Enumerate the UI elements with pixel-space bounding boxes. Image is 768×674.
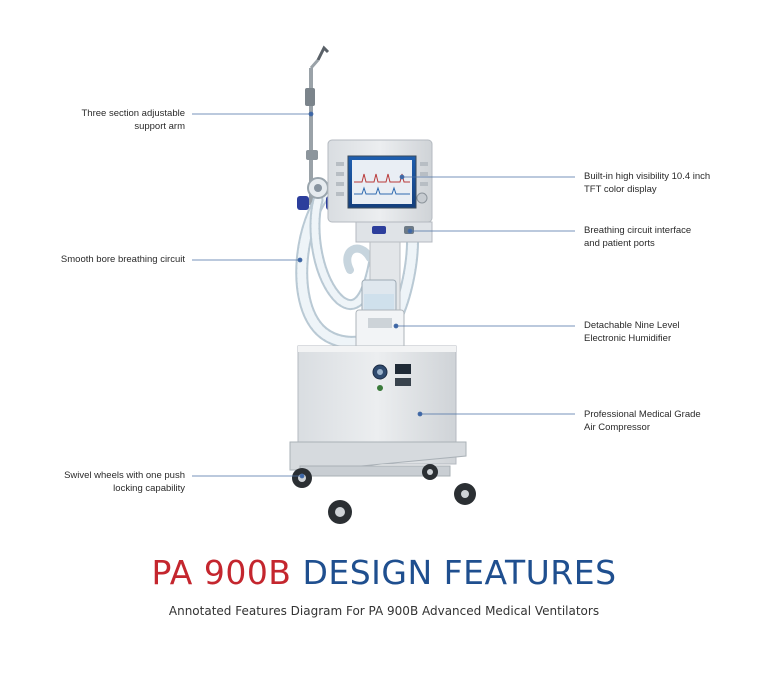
page-title: PA 900B DESIGN FEATURES — [0, 553, 768, 592]
annotation-swivel-wheels-line2: locking capability — [113, 482, 185, 494]
annotation-circuit-interface-line1: Breathing circuit interface — [584, 225, 692, 236]
humidifier — [355, 279, 405, 353]
annotation-compressor-line1: Professional Medical Grade — [584, 409, 701, 420]
leader-circuit-interface — [407, 228, 575, 234]
swivel-wheels — [292, 464, 476, 524]
annotation-support-arm: Three section adjustable support arm — [81, 108, 185, 133]
annotation-display: Built-in high visibility 10.4 inch TFT c… — [584, 171, 710, 196]
annotation-humidifier-line2: Electronic Humidifier — [584, 332, 672, 344]
annotation-humidifier: Detachable Nine Level Electronic Humidif… — [584, 320, 680, 345]
annotation-breathing-circuit: Smooth bore breathing circuit — [61, 254, 185, 267]
leader-support-arm — [192, 111, 314, 117]
leader-swivel-wheels — [192, 473, 305, 479]
leader-display — [399, 174, 575, 180]
title-rest: DESIGN FEATURES — [302, 553, 617, 592]
annotation-humidifier-line1: Detachable Nine Level — [584, 320, 680, 331]
annotation-compressor: Professional Medical Grade Air Compresso… — [584, 409, 701, 434]
page-subtitle: Annotated Features Diagram For PA 900B A… — [168, 604, 600, 618]
annotation-compressor-line2: Air Compressor — [584, 421, 650, 433]
ventilator-illustration — [289, 45, 476, 524]
base-frame — [289, 441, 467, 477]
annotation-display-line2: TFT color display — [584, 183, 657, 195]
patient-ports-panel — [355, 221, 433, 243]
annotation-support-arm-line1: Three section adjustable — [81, 108, 185, 119]
leader-compressor — [417, 411, 575, 417]
leader-humidifier — [393, 323, 575, 329]
leader-lines — [192, 111, 575, 479]
annotation-support-arm-line2: support arm — [134, 120, 185, 132]
annotation-breathing-circuit-line1: Smooth bore breathing circuit — [60, 254, 185, 265]
annotation-circuit-interface-line2: and patient ports — [584, 237, 655, 249]
annotation-display-line1: Built-in high visibility 10.4 inch — [584, 171, 711, 182]
title-model: PA 900B — [151, 553, 292, 592]
annotation-circuit-interface: Breathing circuit interface and patient … — [584, 225, 691, 250]
annotation-swivel-wheels: Swivel wheels with one push locking capa… — [64, 470, 185, 495]
annotation-swivel-wheels-line1: Swivel wheels with one push — [64, 470, 185, 481]
monitor-head — [327, 139, 433, 223]
leader-breathing-circuit — [192, 257, 303, 263]
